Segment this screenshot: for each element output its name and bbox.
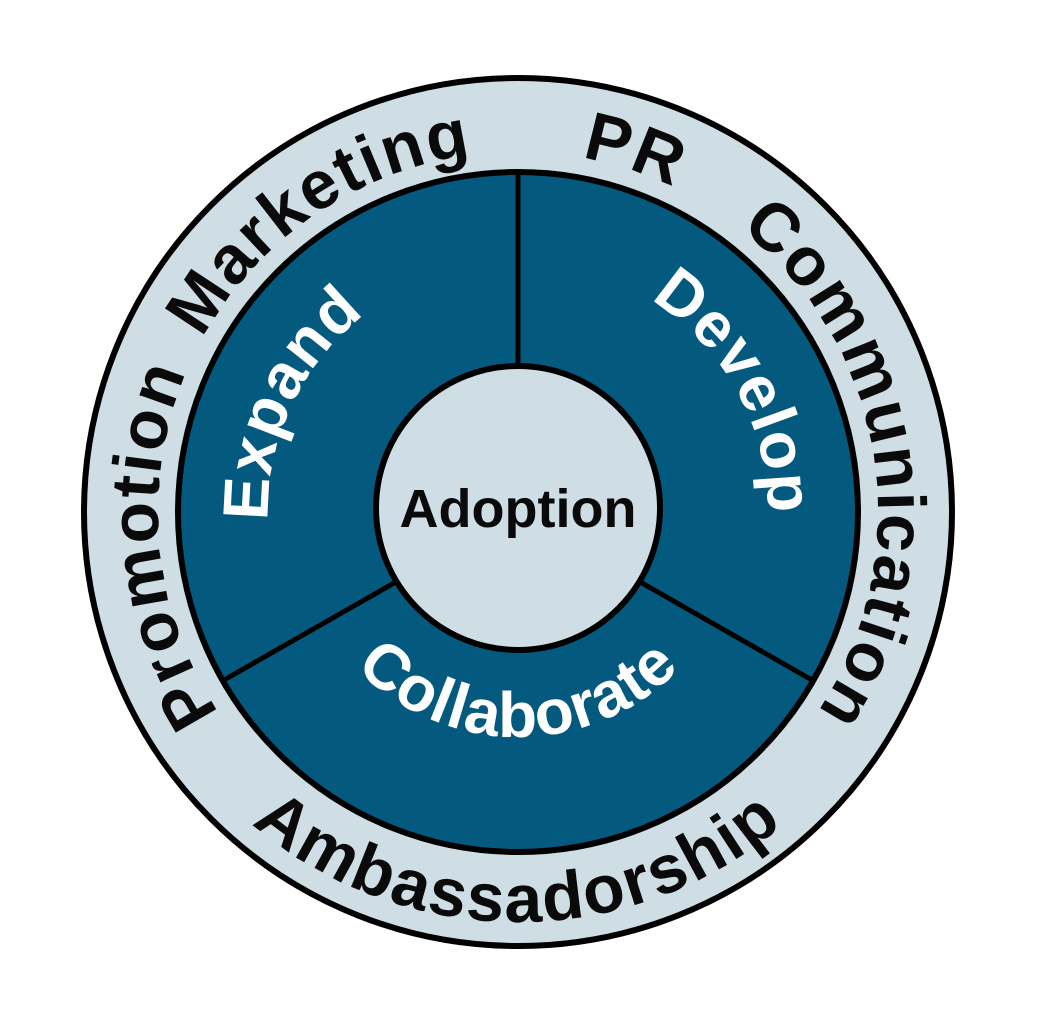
center-circle: [373, 363, 663, 653]
center-label-adoption: Adoption: [400, 479, 637, 539]
divider-lower-right: [640, 580, 814, 683]
divider-lower-left: [222, 580, 396, 683]
